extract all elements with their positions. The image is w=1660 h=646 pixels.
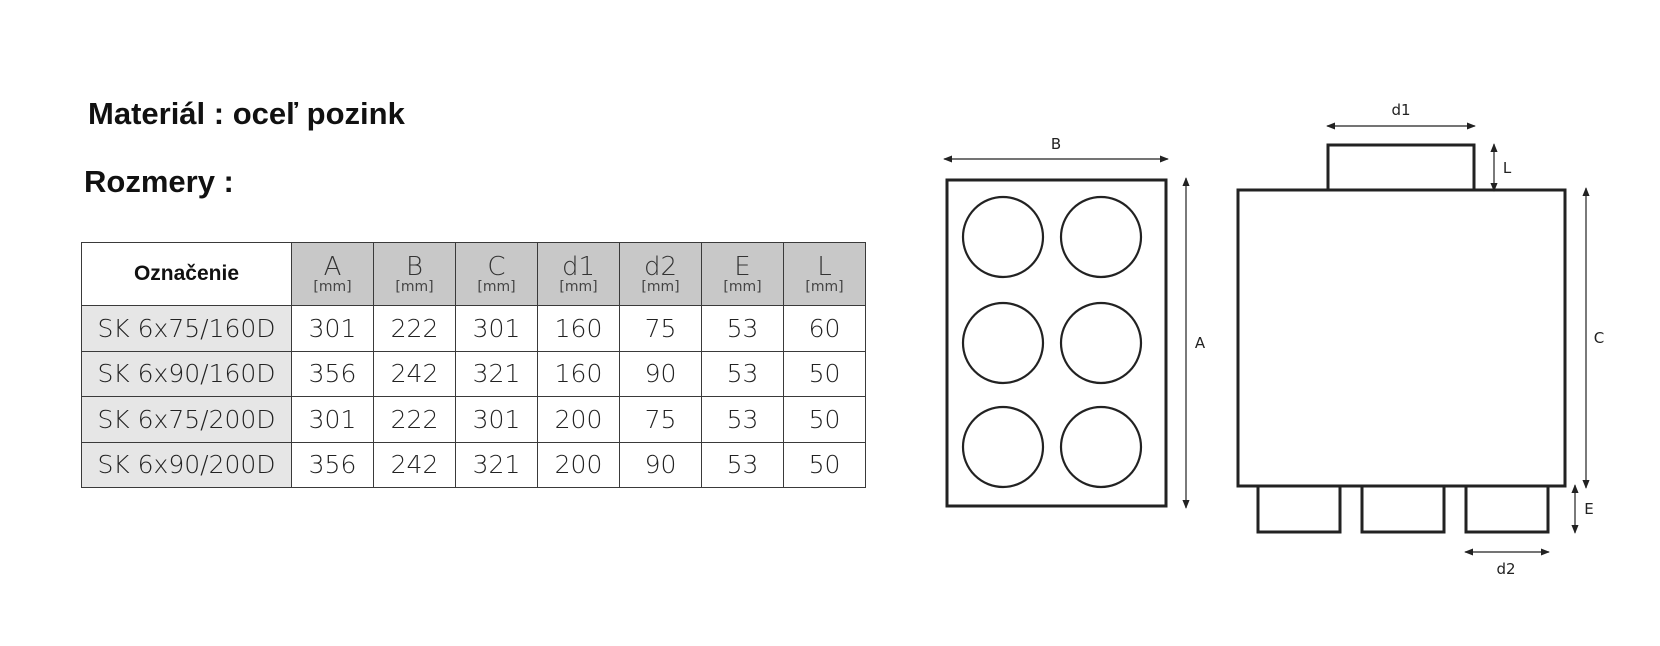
cell-l: 60 <box>783 305 866 352</box>
table-row: SK 6x75/200D 301 222 301 200 75 53 50 <box>81 396 866 443</box>
outlet-circle <box>961 405 1045 489</box>
label-a: A <box>1195 334 1206 352</box>
column-header-a: A [mm] <box>291 242 374 306</box>
cell-e: 53 <box>701 305 784 352</box>
column-symbol: B <box>405 252 424 282</box>
outlet-circle <box>1059 405 1143 489</box>
column-unit: [mm] <box>477 279 516 295</box>
cell-l: 50 <box>783 441 866 488</box>
outlet-circle <box>961 301 1045 385</box>
cell-e: 53 <box>701 350 784 397</box>
column-unit: [mm] <box>559 279 598 295</box>
column-symbol: d2 <box>643 252 678 282</box>
table-row: SK 6x75/160D 301 222 301 160 75 53 60 <box>81 305 866 352</box>
column-unit: [mm] <box>313 279 352 295</box>
column-symbol: C <box>487 252 506 282</box>
label-e: E <box>1584 500 1593 518</box>
label-d2: d2 <box>1496 560 1515 578</box>
cell-b: 222 <box>373 305 456 352</box>
column-unit: [mm] <box>805 279 844 295</box>
row-designation: SK 6x90/160D <box>81 350 292 397</box>
side-view <box>1236 122 1590 556</box>
cell-d2: 90 <box>619 350 702 397</box>
row-designation: SK 6x75/160D <box>81 305 292 352</box>
column-unit: [mm] <box>641 279 680 295</box>
cell-c: 301 <box>455 305 538 352</box>
material-heading: Materiál : oceľ pozink <box>88 96 405 131</box>
cell-d2: 90 <box>619 441 702 488</box>
cell-d1: 200 <box>537 441 620 488</box>
table-row: SK 6x90/200D 356 242 321 200 90 53 50 <box>81 441 866 488</box>
dimensions-heading: Rozmery : <box>84 164 234 199</box>
column-header-d2: d2 [mm] <box>619 242 702 306</box>
outlet-circle <box>961 195 1045 279</box>
column-symbol: L <box>817 252 832 282</box>
cell-b: 242 <box>373 350 456 397</box>
cell-d1: 160 <box>537 350 620 397</box>
column-header-c: C [mm] <box>455 242 538 306</box>
cell-e: 53 <box>701 396 784 443</box>
cell-l: 50 <box>783 350 866 397</box>
cell-d1: 200 <box>537 396 620 443</box>
front-view <box>943 155 1190 509</box>
column-header-l: L [mm] <box>783 242 866 306</box>
front-plate <box>945 178 1168 508</box>
label-c: C <box>1594 329 1604 347</box>
box-body <box>1236 188 1567 488</box>
cell-a: 301 <box>291 396 374 443</box>
outlet-circle <box>1059 301 1143 385</box>
bottom-spigot <box>1360 484 1446 534</box>
cell-b: 242 <box>373 441 456 488</box>
label-b: B <box>1051 135 1061 153</box>
outlet-circle <box>1059 195 1143 279</box>
designation-header: Označenie <box>81 242 292 306</box>
cell-a: 356 <box>291 350 374 397</box>
column-unit: [mm] <box>723 279 762 295</box>
column-symbol: d1 <box>561 252 596 282</box>
cell-a: 356 <box>291 441 374 488</box>
cell-l: 50 <box>783 396 866 443</box>
column-symbol: E <box>734 252 751 282</box>
cell-d1: 160 <box>537 305 620 352</box>
label-d1: d1 <box>1391 101 1410 119</box>
table-header-row: Označenie A [mm] B [mm] C [mm] d1 [mm] d… <box>81 242 866 306</box>
cell-c: 321 <box>455 350 538 397</box>
row-designation: SK 6x75/200D <box>81 396 292 443</box>
cell-c: 301 <box>455 396 538 443</box>
column-unit: [mm] <box>395 279 434 295</box>
cell-c: 321 <box>455 441 538 488</box>
top-spigot <box>1326 143 1476 192</box>
bottom-spigot <box>1464 484 1550 534</box>
table-row: SK 6x90/160D 356 242 321 160 90 53 50 <box>81 350 866 397</box>
cell-e: 53 <box>701 441 784 488</box>
column-header-b: B [mm] <box>373 242 456 306</box>
label-l: L <box>1503 159 1512 177</box>
dimensions-table: Označenie A [mm] B [mm] C [mm] d1 [mm] d… <box>81 242 866 488</box>
bottom-spigot <box>1256 484 1342 534</box>
column-symbol: A <box>323 252 342 282</box>
